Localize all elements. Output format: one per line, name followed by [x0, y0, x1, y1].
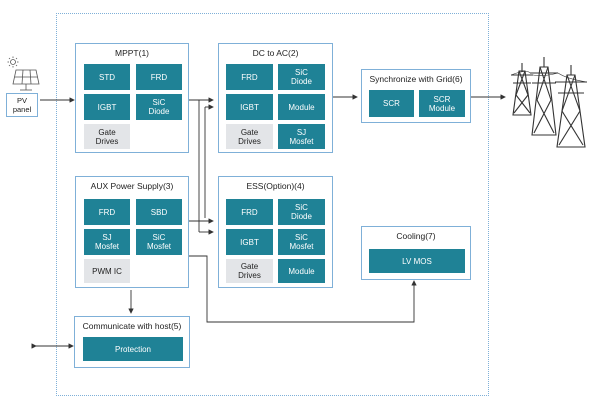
ess-chip-igbt: IGBT [226, 229, 273, 255]
tower-right-icon [555, 65, 587, 148]
cooling-title: Cooling(7) [396, 231, 436, 241]
grid-chip-scr-module: SCR Module [419, 90, 465, 117]
dcac-chip-module: Module [278, 94, 325, 120]
grid-sync-title: Synchronize with Grid(6) [369, 74, 463, 84]
dcac-chip-gate-drives: Gate Drives [226, 124, 273, 149]
aux-chip-frd: FRD [84, 199, 130, 225]
dc-to-ac-block: DC to AC(2) FRD SiC Diode IGBT Module Ga… [218, 43, 333, 153]
mppt-chip-igbt: IGBT [84, 94, 130, 120]
mppt-title: MPPT(1) [115, 48, 149, 58]
ess-chip-sic-diode: SiC Diode [278, 199, 325, 225]
tower-middle-icon [530, 57, 558, 136]
aux-power-block: AUX Power Supply(3) FRD SBD SJ Mosfet Si… [75, 176, 189, 288]
dcac-chip-igbt: IGBT [226, 94, 273, 120]
mppt-chip-gate-drives: Gate Drives [84, 124, 130, 149]
communicate-chip-protection: Protection [83, 337, 183, 361]
grid-sync-block: Synchronize with Grid(6) SCR SCR Module [361, 69, 471, 123]
ess-title: ESS(Option)(4) [246, 181, 305, 191]
grid-chip-scr: SCR [369, 90, 414, 117]
aux-chip-sj-mosfet: SJ Mosfet [84, 229, 130, 255]
aux-chip-sbd: SBD [136, 199, 182, 225]
transmission-towers-icon [510, 57, 588, 148]
system-boundary [56, 13, 489, 396]
aux-power-title: AUX Power Supply(3) [90, 181, 174, 191]
dcac-chip-sic-diode: SiC Diode [278, 64, 325, 90]
communicate-title: Communicate with host(5) [82, 321, 182, 331]
cooling-chip-lv-mos: LV MOS [369, 249, 465, 273]
dcac-chip-frd: FRD [226, 64, 273, 90]
ess-chip-gate-drives: Gate Drives [226, 259, 273, 283]
mppt-chip-std: STD [84, 64, 130, 90]
aux-chip-sic-mosfet: SiC Mosfet [136, 229, 182, 255]
aux-chip-pwm-ic: PWM IC [84, 259, 130, 283]
mppt-chip-sic-diode: SiC Diode [136, 94, 182, 120]
tower-left-icon [511, 63, 533, 116]
solar-panel-icon [7, 56, 40, 91]
cooling-block: Cooling(7) LV MOS [361, 226, 471, 280]
ess-chip-sic-mosfet: SiC Mosfet [278, 229, 325, 255]
mppt-chip-frd: FRD [136, 64, 182, 90]
communicate-block: Communicate with host(5) Protection [74, 316, 190, 368]
dcac-chip-sj-mosfet: SJ Mosfet [278, 124, 325, 149]
ess-chip-frd: FRD [226, 199, 273, 225]
ess-block: ESS(Option)(4) FRD SiC Diode IGBT SiC Mo… [218, 176, 333, 288]
dc-to-ac-title: DC to AC(2) [252, 48, 299, 58]
aux-to-cooling-line [189, 255, 417, 323]
pv-panel-label: PV panel [6, 93, 38, 117]
mppt-block: MPPT(1) STD FRD IGBT SiC Diode Gate Driv… [75, 43, 189, 153]
ess-chip-module: Module [278, 259, 325, 283]
